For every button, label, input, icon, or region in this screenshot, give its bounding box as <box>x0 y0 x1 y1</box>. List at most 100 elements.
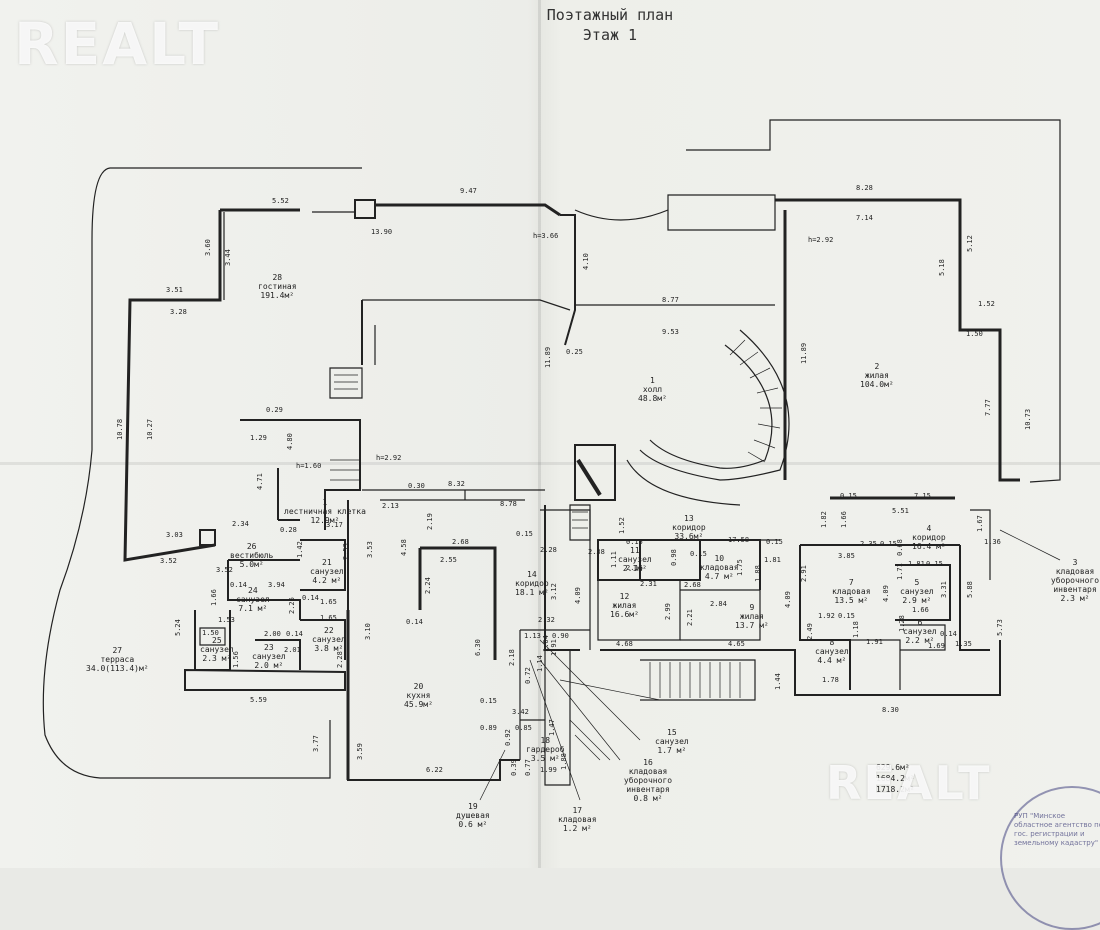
dim-label: 8.32 <box>448 480 465 488</box>
floor-plan-sheet <box>0 0 1100 868</box>
dim-label: 2.68 <box>452 538 469 546</box>
dim-label: 3.12 <box>550 583 558 600</box>
dim-label: 3.17 <box>326 521 343 529</box>
living-room-walls <box>123 210 222 562</box>
dim-label: 1.13 <box>524 632 541 640</box>
dim-label: 1.69 <box>928 642 945 650</box>
height-label: h=2.92 <box>376 454 402 462</box>
dim-label: 0.15 <box>838 612 855 620</box>
dim-label: 0.77 <box>524 759 532 776</box>
dim-label: 8.28 <box>856 184 873 192</box>
dim-label: 1.29 <box>250 434 267 442</box>
dim-label: 1.71 <box>896 563 904 580</box>
dim-label: 1.78 <box>822 676 839 684</box>
total-line: 629.6м² <box>876 763 910 772</box>
plan-subtitle: Этаж 1 <box>582 26 638 44</box>
dim-label: 1.81 <box>764 556 781 564</box>
paper-fold-vertical <box>538 0 541 868</box>
dim-label: 0.89 <box>480 724 497 732</box>
dim-label: 2.32 <box>538 616 555 624</box>
dim-label: 3.60 <box>204 239 212 256</box>
dim-label: 3.31 <box>940 581 948 598</box>
dim-label: 0.15 <box>766 538 783 546</box>
dim-label: 0.15 <box>690 550 707 558</box>
dim-label: 0.29 <box>266 406 283 414</box>
dim-label: 1.65 <box>320 614 337 622</box>
dim-label: 2.21 <box>686 609 694 626</box>
dim-label: 4.10 <box>582 253 590 270</box>
dim-label: 2.01 <box>284 646 301 654</box>
dim-label: 1.65 <box>320 598 337 606</box>
dim-label: 3.59 <box>356 743 364 760</box>
dim-label: 0.15 <box>880 540 897 548</box>
dim-label: 4.65 <box>728 640 745 648</box>
dim-label: 10.73 <box>1024 408 1032 430</box>
dim-label: 4.09 <box>574 587 582 604</box>
dim-label: 1.88 <box>560 753 568 770</box>
dim-label: 2.35 <box>860 540 877 548</box>
dim-label: 7.77 <box>984 399 992 416</box>
dim-label: 5.59 <box>250 696 267 704</box>
plan-title: Поэтажный план <box>546 6 674 24</box>
dim-label: 3.44 <box>224 249 232 266</box>
dim-label: 5.52 <box>272 197 289 205</box>
floor-plan-drawing <box>42 119 1061 801</box>
paper-fold-horizontal <box>0 462 1100 465</box>
dim-label: 3.77 <box>312 735 320 752</box>
dim-label: 0.28 <box>280 526 297 534</box>
dim-label: 0.92 <box>504 729 512 746</box>
dim-label: 4.58 <box>400 539 408 556</box>
dim-label: 1.14 <box>536 655 544 672</box>
watermark-top-left: REALT <box>14 10 221 78</box>
dim-label: 0.14 <box>940 630 957 638</box>
dim-label: 2.18 <box>508 649 516 666</box>
dim-label: 8.78 <box>500 500 517 508</box>
dim-label: 2.28 <box>540 546 557 554</box>
dim-label: 1.50 <box>966 330 983 338</box>
dim-label: 1.81 <box>908 560 925 568</box>
dim-label: 5.24 <box>174 619 182 636</box>
dim-label: 9.47 <box>460 187 477 195</box>
dim-label: 7.14 <box>856 214 873 222</box>
dim-label: 2.19 <box>426 513 434 530</box>
dim-label: 1.50 <box>202 629 219 637</box>
dim-label: 1.66 <box>840 511 848 528</box>
dim-label: 10.78 <box>116 418 124 440</box>
dim-label: 1.88 <box>754 565 762 582</box>
dim-label: 4.71 <box>256 473 264 490</box>
total-line: 1718.2м² <box>876 785 915 794</box>
dim-label: 5.18 <box>938 259 946 276</box>
dim-label: 3.85 <box>838 552 855 560</box>
dim-label: 4.09 <box>784 591 792 608</box>
dim-label: 0.15 <box>840 492 857 500</box>
dim-label: 5.12 <box>966 235 974 252</box>
dim-label: 1.91 <box>866 638 883 646</box>
dim-label: 2.49 <box>806 623 814 640</box>
dim-label: 11.89 <box>544 346 552 368</box>
dim-label: 0.25 <box>566 348 583 356</box>
dim-label: 2.31 <box>640 580 657 588</box>
dim-label: 2.16 <box>626 564 643 572</box>
dim-label: 2.55 <box>440 556 457 564</box>
dim-label: 3.03 <box>166 531 183 539</box>
dim-label: 5.51 <box>892 507 909 515</box>
dim-label: 1.75 <box>736 559 744 576</box>
